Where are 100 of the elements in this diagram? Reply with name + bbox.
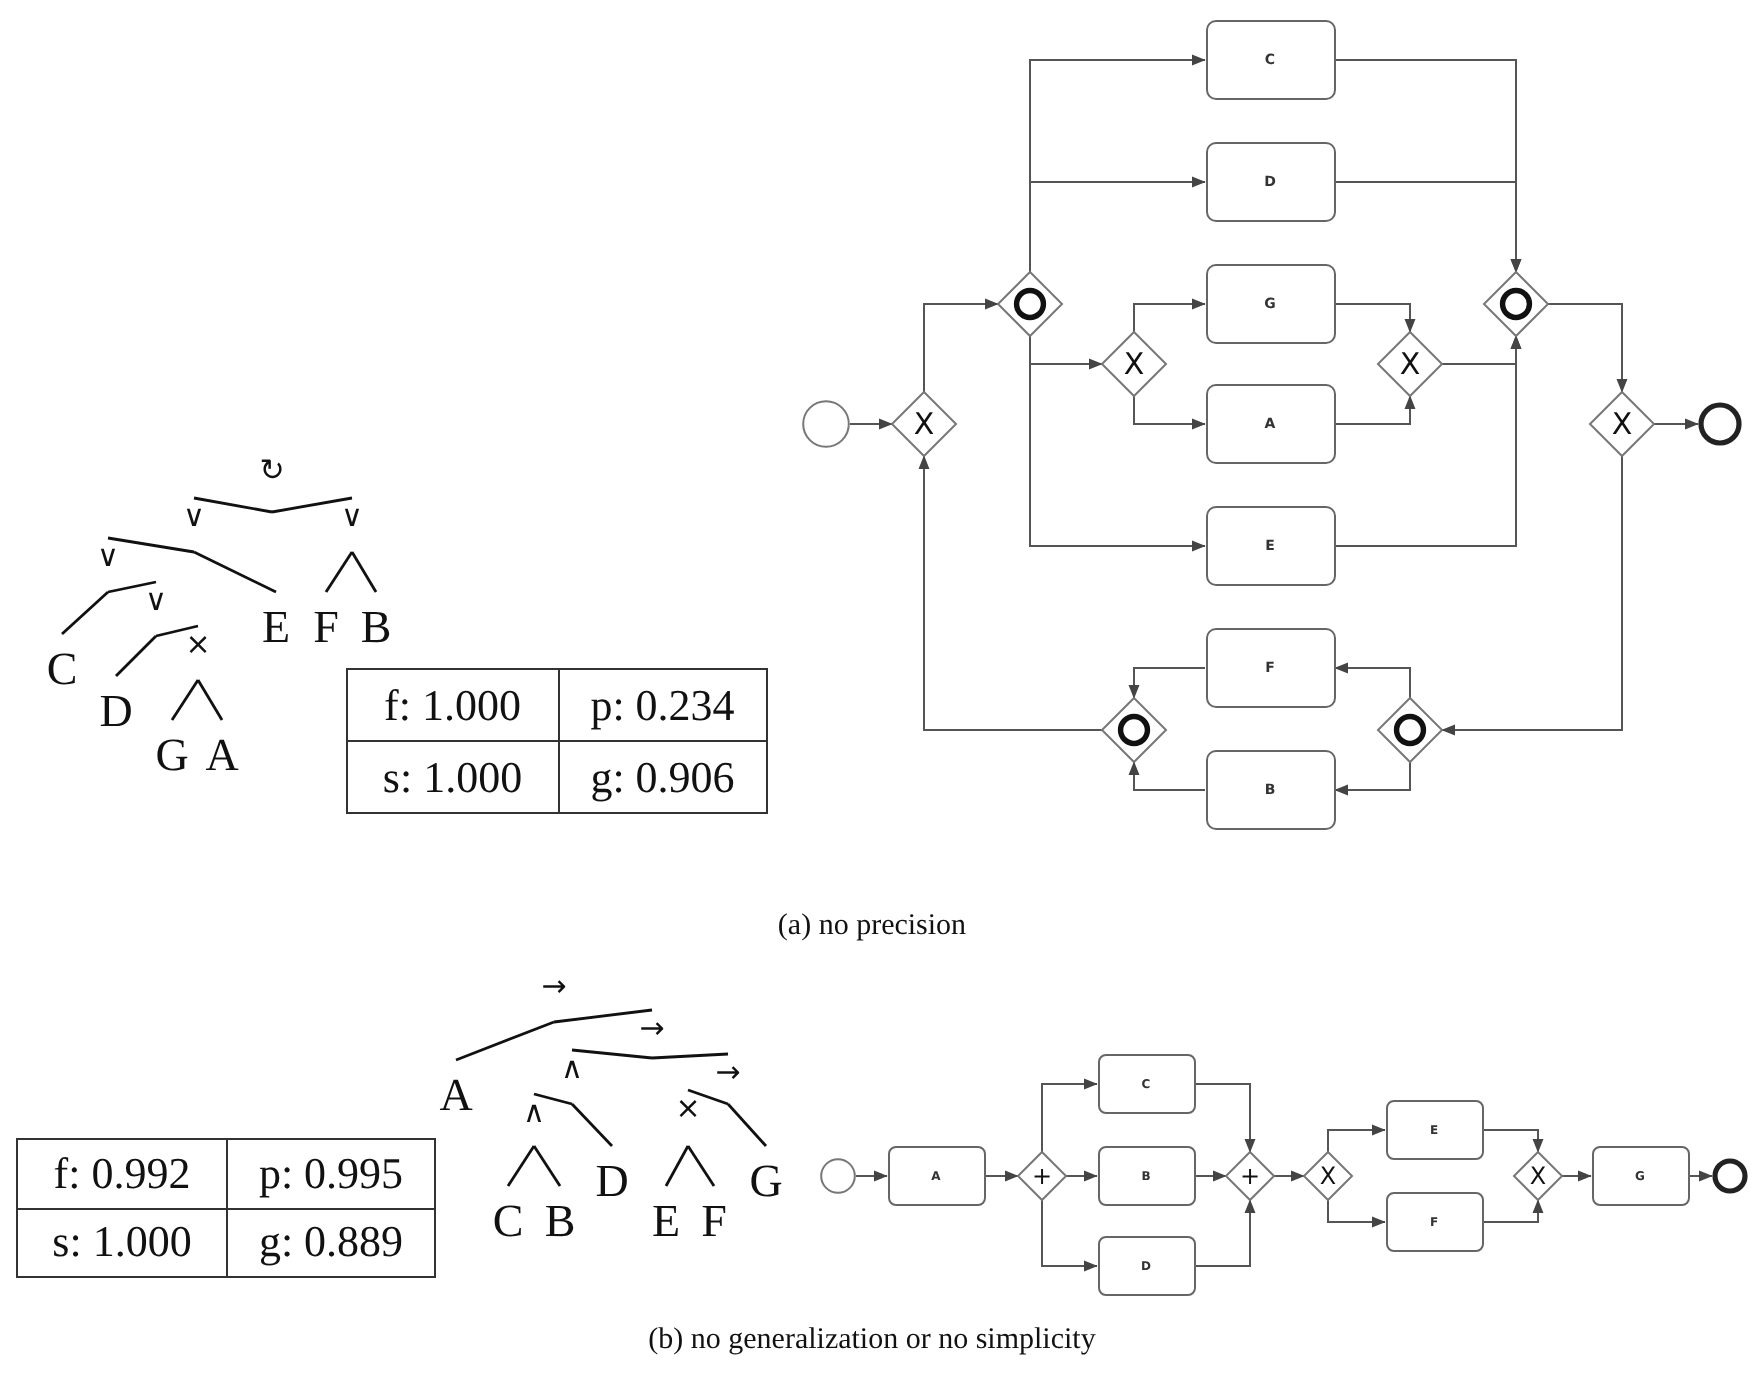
activity-letter: A — [202, 720, 242, 780]
tree-branch-line — [571, 1103, 613, 1147]
activity-letter: B — [540, 1186, 580, 1246]
flow-arrow — [855, 1170, 888, 1182]
score-cell: g: 0.906 — [557, 740, 766, 812]
score-cell: g: 0.889 — [226, 1207, 434, 1276]
operator-symbol: ∨ — [174, 498, 214, 552]
flow-arrow — [1482, 1129, 1544, 1153]
tree-branch-line — [571, 1048, 653, 1060]
tree-branch-line — [324, 551, 354, 593]
gateway-diamond: + — [1018, 1152, 1066, 1200]
activity-letter: D — [592, 1146, 632, 1206]
gateway-diamond: + — [1226, 1152, 1274, 1200]
flow-arrow — [1327, 1124, 1386, 1153]
gateway-diamond: X — [1378, 332, 1442, 396]
activity-letter: E — [256, 592, 296, 652]
end-event-circle — [1698, 402, 1742, 446]
flow-arrow — [918, 455, 1103, 731]
operator-symbol: → — [534, 968, 574, 1022]
tree-branch-line — [686, 1145, 716, 1187]
flow-arrow — [1334, 303, 1416, 333]
flow-arrow — [1128, 761, 1206, 791]
inclusive-gateway-diamond — [998, 272, 1062, 336]
inclusive-gateway-diamond — [1484, 272, 1548, 336]
inclusive-gateway-diamond — [1378, 698, 1442, 762]
score-cell: p: 0.234 — [557, 670, 766, 740]
score-cell: s: 1.000 — [18, 1207, 226, 1276]
operator-symbol: → — [708, 1054, 748, 1104]
tree-branch-line — [107, 580, 157, 594]
flow-arrow — [1547, 303, 1628, 393]
inclusive-gateway-diamond — [1102, 698, 1166, 762]
operator-symbol: ∨ — [136, 582, 176, 636]
activity-letter: F — [306, 592, 346, 652]
gateway-diamond: X — [892, 392, 956, 456]
tree-branch-line — [196, 679, 224, 721]
flow-arrow — [1441, 455, 1623, 736]
start-event-circle — [802, 400, 850, 448]
tree-branch-line — [726, 1103, 768, 1147]
gateway-diamond: X — [1514, 1152, 1562, 1200]
gateway-diamond: X — [1304, 1152, 1352, 1200]
tree-branch-line — [170, 679, 200, 721]
operator-symbol: ∧ — [514, 1094, 554, 1146]
end-event-circle — [1712, 1158, 1748, 1194]
tree-branch-line — [533, 1092, 573, 1106]
operator-symbol: ∨ — [88, 538, 128, 592]
flow-arrow — [1273, 1170, 1305, 1182]
flow-arrow — [1194, 1170, 1227, 1182]
flow-arrow — [1041, 1199, 1098, 1272]
figure-caption: (b) no generalization or no simplicity — [648, 1324, 1096, 1358]
tree-branch-line — [664, 1145, 690, 1187]
operator-symbol: ∨ — [332, 498, 372, 552]
flow-arrow — [1041, 1078, 1098, 1153]
flow-arrow — [1194, 1199, 1256, 1267]
flow-arrow — [1029, 335, 1206, 552]
activity-letter: C — [488, 1186, 528, 1246]
flow-arrow — [1128, 667, 1206, 699]
tree-branch-line — [115, 635, 157, 677]
tree-branch-line — [553, 1008, 653, 1024]
flow-arrow — [1133, 395, 1206, 430]
flow-arrow — [923, 298, 999, 393]
start-event-circle — [820, 1158, 856, 1194]
flow-arrow — [1688, 1170, 1713, 1182]
flow-arrow — [1194, 1083, 1256, 1153]
gateway-diamond: X — [1590, 392, 1654, 456]
flow-arrow — [984, 1170, 1019, 1182]
score-cell: p: 0.995 — [226, 1140, 434, 1207]
flow-arrow — [1334, 335, 1522, 547]
tree-branch-line — [455, 1020, 555, 1062]
activity-letter: E — [646, 1186, 686, 1246]
score-cell-text: f: 0.992 — [51, 1145, 193, 1202]
tree-branch-line — [155, 624, 199, 638]
flow-arrow — [1029, 176, 1206, 273]
flow-arrow — [1334, 662, 1411, 699]
operator-symbol: ↻ — [252, 452, 292, 512]
activity-letter: G — [152, 720, 192, 780]
flow-arrow — [1653, 418, 1699, 430]
tree-branch-line — [350, 551, 378, 593]
activity-letter: D — [96, 676, 136, 736]
figure-caption: (a) no precision — [777, 910, 967, 944]
flow-arrow — [849, 418, 893, 430]
tree-branch-line — [651, 1052, 729, 1060]
flow-arrow — [1334, 395, 1416, 425]
activity-letter: F — [694, 1186, 734, 1246]
operator-symbol: → — [632, 1010, 672, 1058]
tree-branch-line — [532, 1145, 562, 1187]
flow-arrow — [1327, 1199, 1386, 1228]
flow-arrow — [1561, 1170, 1592, 1182]
activity-letter: A — [436, 1060, 476, 1120]
tree-branch-line — [687, 1088, 729, 1106]
activity-letter: B — [356, 592, 396, 652]
operator-symbol: × — [178, 626, 218, 680]
flow-arrow — [1334, 761, 1411, 796]
score-cell-text: f: 1.000 — [382, 677, 523, 733]
flow-arrow — [1334, 181, 1522, 273]
tree-branch-line — [271, 496, 353, 514]
flow-arrow — [1482, 1199, 1544, 1223]
tree-branch-line — [61, 590, 109, 636]
activity-letter: G — [746, 1146, 786, 1206]
gateway-diamond: X — [1102, 332, 1166, 396]
tree-branch-line — [193, 550, 277, 594]
